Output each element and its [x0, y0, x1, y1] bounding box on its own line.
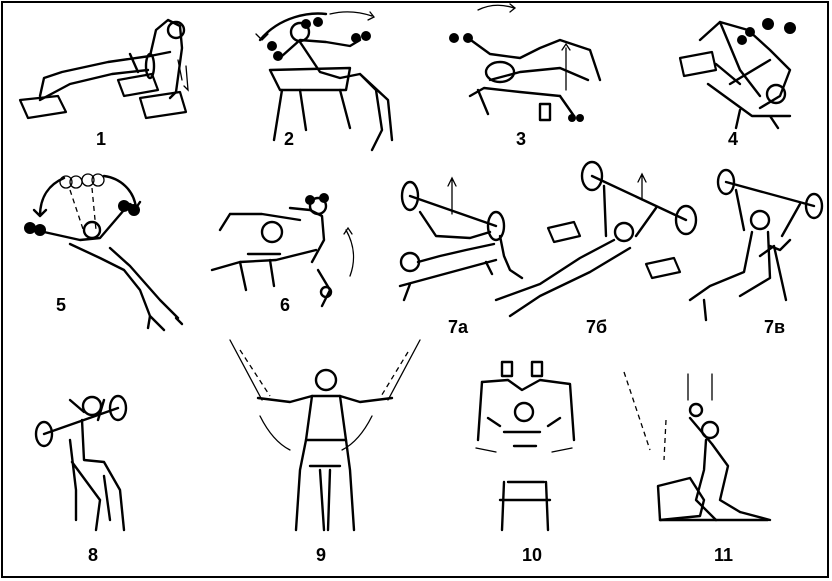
illustration-cable-crossover — [229, 339, 421, 532]
figure-label-9: 9 — [316, 545, 327, 565]
illustration-bench-press — [398, 176, 524, 302]
illustration-pushup-between-blocks — [18, 18, 189, 120]
illustration-incline-dumbbell — [678, 18, 796, 130]
figure-label-7v: 7в — [764, 317, 786, 337]
figure-label-7a: 7а — [448, 317, 469, 337]
illustration-dumbbell-pullover — [210, 193, 355, 308]
figure-label-10: 10 — [522, 545, 543, 565]
figure-label-6: 6 — [280, 295, 291, 315]
illustration-decline-fly — [255, 11, 394, 152]
illustration-incline-fly-lying — [24, 173, 184, 332]
illustration-seated-behind-neck — [34, 394, 128, 532]
figure-label-4: 4 — [728, 129, 739, 149]
illustration-kneeling-cable — [623, 371, 772, 522]
figure-label-7b: 7б — [586, 317, 608, 337]
illustration-decline-press — [494, 160, 698, 318]
figure-label-5: 5 — [56, 295, 67, 315]
figure-label-2: 2 — [284, 129, 295, 149]
illustration-bench-fly — [449, 3, 602, 122]
illustration-pec-deck — [475, 360, 576, 532]
figure-label-11: 11 — [714, 545, 734, 565]
illustration-seated-press — [688, 168, 824, 322]
figure-label-8: 8 — [88, 545, 99, 565]
figure-label-3: 3 — [516, 129, 527, 149]
figure-label-1: 1 — [96, 129, 107, 149]
